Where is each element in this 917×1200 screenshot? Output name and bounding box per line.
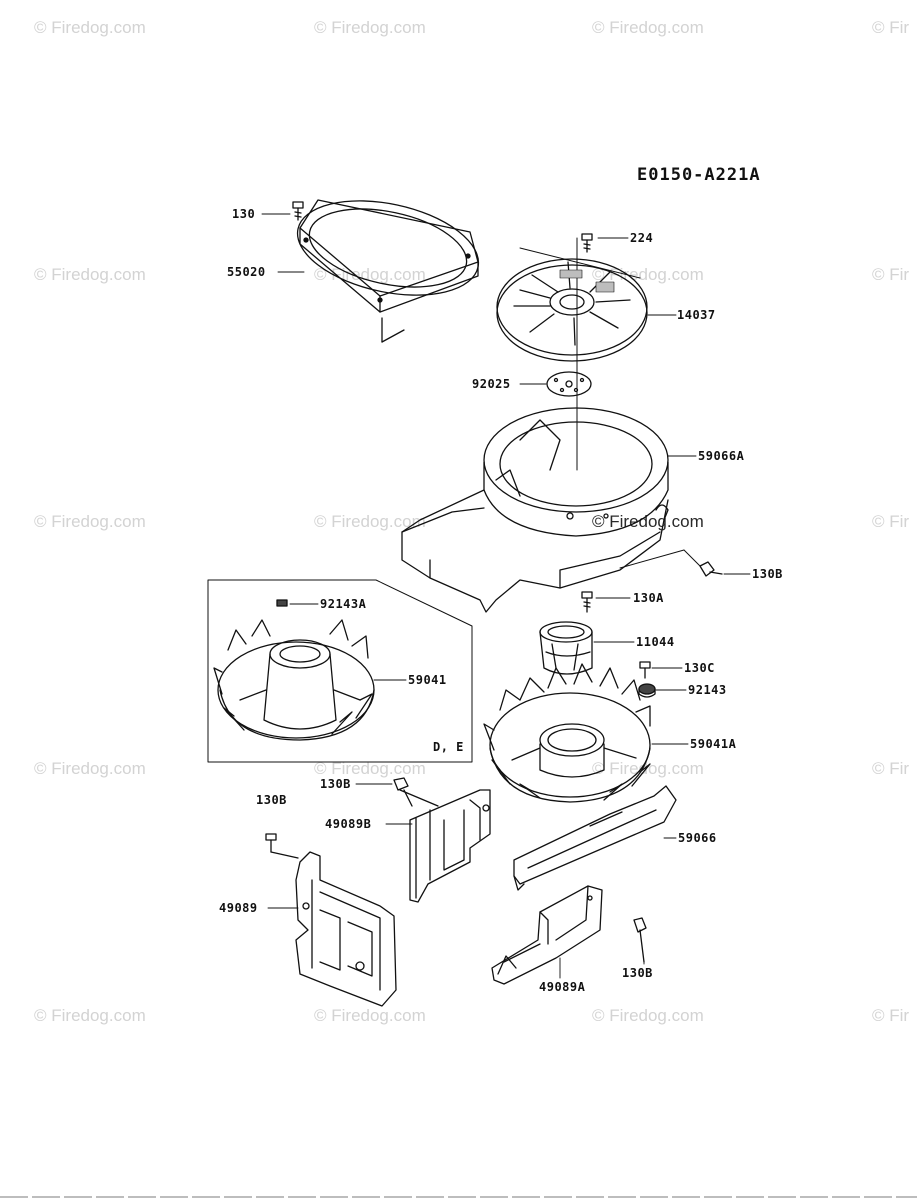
watermark: © Fir bbox=[872, 759, 910, 778]
watermark: © Firedog.com bbox=[314, 759, 426, 778]
part-label-130C[interactable]: 130C bbox=[684, 661, 715, 675]
bracket-49089B bbox=[399, 789, 491, 903]
part-label-130B[interactable]: 130B bbox=[752, 567, 783, 581]
watermark: © Firedog.com bbox=[34, 759, 146, 778]
shroud-59066 bbox=[513, 785, 677, 891]
flywheel-fan-59041A bbox=[483, 663, 651, 803]
ring-gasket-55020 bbox=[296, 199, 480, 343]
watermark: © Firedog.com bbox=[592, 18, 704, 37]
bolt-130B-left bbox=[265, 833, 299, 859]
part-label-130B[interactable]: 130B bbox=[320, 777, 351, 791]
watermark: © Fir bbox=[872, 512, 910, 531]
part-label-130A[interactable]: 130A bbox=[633, 591, 664, 605]
part-label-59041A[interactable]: 59041A bbox=[690, 737, 737, 751]
bolt-224 bbox=[581, 233, 593, 253]
part-label-49089[interactable]: 49089 bbox=[219, 901, 258, 915]
diagram-code: E0150-A221A bbox=[637, 165, 761, 185]
bottom-rule bbox=[0, 1196, 917, 1198]
part-label-92143[interactable]: 92143 bbox=[688, 683, 727, 697]
part-label-130[interactable]: 130 bbox=[232, 207, 256, 221]
part-label-11044[interactable]: 11044 bbox=[636, 635, 675, 649]
bolt-130C bbox=[639, 661, 651, 679]
cup-11044 bbox=[539, 621, 593, 675]
inset-tag: D, E bbox=[433, 740, 464, 754]
watermark: © Firedog.com bbox=[34, 18, 146, 37]
bolt-130A bbox=[581, 591, 593, 613]
watermark: © Firedog.com bbox=[34, 512, 146, 531]
bolt-130B-bottom bbox=[633, 917, 647, 963]
part-label-59041[interactable]: 59041 bbox=[408, 673, 447, 687]
watermark: © Firedog.com bbox=[34, 1006, 146, 1025]
part-label-49089B[interactable]: 49089B bbox=[325, 817, 372, 831]
screen-14037 bbox=[496, 258, 648, 362]
watermark: © Firedog.com bbox=[592, 512, 704, 531]
inset-frame bbox=[207, 579, 473, 763]
leader-lines bbox=[261, 213, 751, 979]
plate-92025 bbox=[546, 371, 592, 397]
watermark: © Firedog.com bbox=[314, 18, 426, 37]
watermark: © Firedog.com bbox=[592, 1006, 704, 1025]
watermark: © Firedog.com bbox=[34, 265, 146, 284]
cover-49089 bbox=[295, 851, 397, 1007]
part-label-49089A[interactable]: 49089A bbox=[539, 980, 586, 994]
part-label-59066A[interactable]: 59066A bbox=[698, 449, 745, 463]
bolt-130 bbox=[292, 201, 304, 221]
bolt-130B-mid bbox=[393, 777, 413, 807]
cover-49089A bbox=[491, 885, 603, 985]
part-label-130B[interactable]: 130B bbox=[622, 966, 653, 980]
part-label-14037[interactable]: 14037 bbox=[677, 308, 716, 322]
watermark: © Firedog.com bbox=[314, 512, 426, 531]
fan-housing-59066A bbox=[401, 407, 669, 613]
part-label-92143A[interactable]: 92143A bbox=[320, 597, 367, 611]
watermark: © Fir bbox=[872, 265, 910, 284]
part-label-55020[interactable]: 55020 bbox=[227, 265, 266, 279]
washer-92143A bbox=[276, 599, 288, 607]
bolt-130B-right bbox=[699, 561, 723, 577]
watermark: © Firedog.com bbox=[592, 759, 704, 778]
part-label-224[interactable]: 224 bbox=[630, 231, 654, 245]
part-label-92025[interactable]: 92025 bbox=[472, 377, 511, 391]
watermark: © Fir bbox=[872, 1006, 910, 1025]
part-label-59066[interactable]: 59066 bbox=[678, 831, 717, 845]
watermark: © Firedog.com bbox=[314, 1006, 426, 1025]
flywheel-fan-59041 bbox=[213, 619, 375, 741]
watermark: © Fir bbox=[872, 18, 910, 37]
part-label-130B[interactable]: 130B bbox=[256, 793, 287, 807]
washer-92143 bbox=[638, 683, 656, 698]
